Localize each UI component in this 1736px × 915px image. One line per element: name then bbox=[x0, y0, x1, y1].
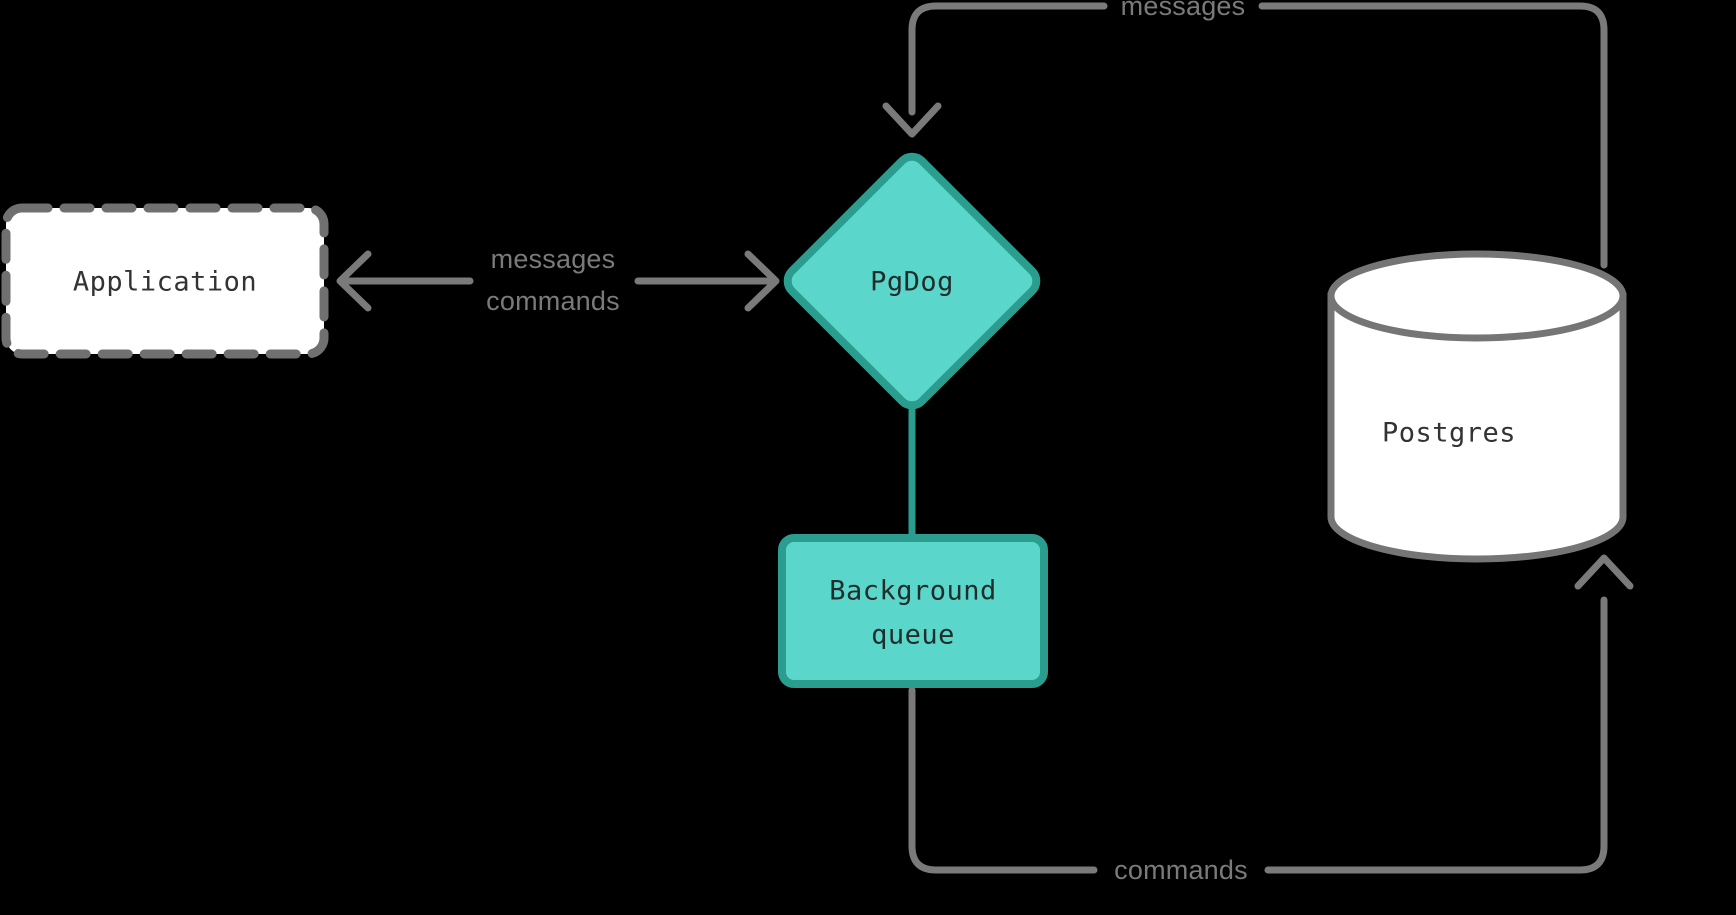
background-queue-label-line1: Background bbox=[829, 576, 997, 607]
edge-application-to-pgdog bbox=[336, 250, 780, 312]
node-pgdog[interactable]: PgDog bbox=[782, 151, 1042, 411]
edge-label-commands-bottom: commands bbox=[1114, 855, 1248, 885]
background-queue-label-line2: queue bbox=[871, 620, 955, 651]
application-box[interactable] bbox=[1, 203, 329, 359]
edge-queue-to-postgres bbox=[908, 554, 1634, 874]
node-background-queue[interactable]: Background queue bbox=[778, 534, 1048, 688]
node-application[interactable]: Application bbox=[1, 203, 329, 359]
edge-label-messages-top: messages bbox=[1121, 0, 1246, 21]
pgdog-diamond[interactable] bbox=[782, 151, 1042, 411]
postgres-cylinder-top[interactable] bbox=[1327, 250, 1627, 342]
background-queue-box[interactable] bbox=[778, 534, 1048, 688]
pgdog-label: PgDog bbox=[870, 267, 954, 298]
postgres-label: Postgres bbox=[1382, 418, 1516, 449]
postgres-cylinder-body[interactable] bbox=[1327, 292, 1627, 563]
edge-label-commands-middle: commands bbox=[486, 286, 620, 316]
node-postgres[interactable]: Postgres bbox=[1327, 250, 1627, 563]
edge-postgres-to-pgdog bbox=[882, 2, 1608, 269]
application-label: Application bbox=[73, 267, 257, 298]
edge-label-messages-middle: messages bbox=[491, 244, 616, 274]
